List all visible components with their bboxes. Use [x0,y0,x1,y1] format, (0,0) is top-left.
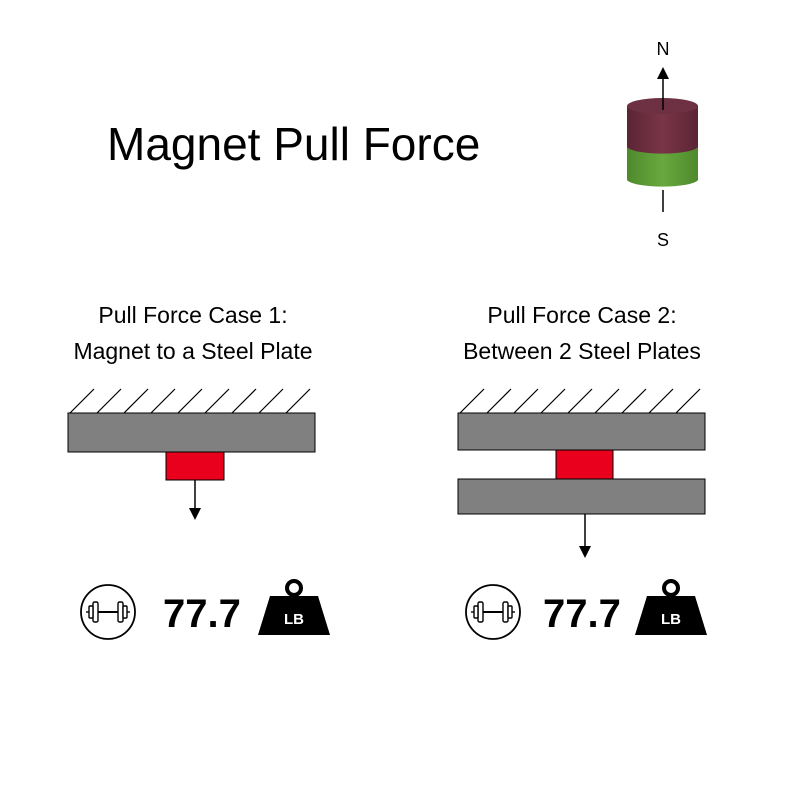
page-title: Magnet Pull Force [107,118,480,170]
case-1: Pull Force Case 1: Magnet to a Steel Pla… [67,302,316,520]
svg-text:LB: LB [661,611,681,628]
pull-force-value: 77.7 [543,592,621,636]
magnet-cylinder-icon: N S [627,39,698,250]
hatching [459,388,701,414]
steel-plate [67,412,316,453]
case-2-readout: 77.7 LB [465,579,707,640]
svg-text:LB: LB [284,611,304,628]
dumbbell-icon [80,584,136,640]
dumbbell-icon [465,584,521,640]
case-1-title-line1: Pull Force Case 1: [98,302,287,328]
north-label: N [657,39,670,59]
case-2-title-line1: Pull Force Case 2: [487,302,676,328]
case-2: Pull Force Case 2: Between 2 Steel Plate… [457,302,706,558]
pull-force-value: 77.7 [163,592,241,636]
case-1-title-line2: Magnet to a Steel Plate [73,338,312,364]
case-1-readout: 77.7 LB [80,579,330,640]
south-label: S [657,230,669,250]
steel-plate-top [457,412,706,451]
case-2-title-line2: Between 2 Steel Plates [463,338,701,364]
magnet-block [555,449,614,480]
weight-icon: LB [635,579,707,635]
steel-plate-bottom [457,478,706,515]
hatching [69,388,311,414]
magnet-block [165,451,225,481]
weight-icon: LB [258,579,330,635]
